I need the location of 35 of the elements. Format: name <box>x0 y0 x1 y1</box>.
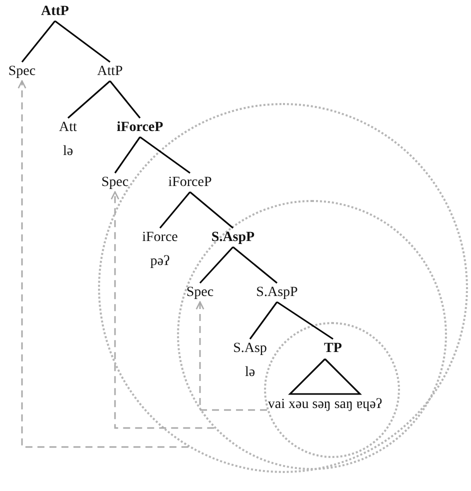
tree-branch <box>140 136 190 174</box>
tree-branch <box>114 136 141 174</box>
tree-branch <box>232 246 278 284</box>
tree-node-label: Spec <box>186 284 214 301</box>
tree-branch <box>189 191 234 229</box>
tree-branch <box>21 20 56 62</box>
tree-node-label: Att <box>59 120 77 135</box>
tree-branch <box>276 301 334 340</box>
dotted-circle <box>98 103 468 473</box>
movement-arrow <box>110 191 214 429</box>
tree-node-label: iForceP <box>116 119 164 136</box>
tree-node-label: S.Asp <box>233 341 267 356</box>
tree-node-label: Spec <box>101 174 129 191</box>
tree-branch <box>249 302 278 340</box>
tree-node-label: S.AspP <box>256 284 298 301</box>
tree-node-label: iForce <box>142 230 178 245</box>
dotted-circle <box>177 200 447 470</box>
lexical-item: lə <box>62 143 74 160</box>
lexical-item: pəʔ <box>149 253 171 270</box>
tree-node-label: AttP <box>97 63 123 80</box>
tree-branch <box>109 80 141 118</box>
tree-node-label: S.AspP <box>211 229 255 246</box>
tree-branch <box>54 20 110 63</box>
lexical-item: lə <box>244 364 256 381</box>
tree-branch <box>159 191 191 229</box>
movement-arrow <box>196 301 267 411</box>
tree-node-label: TP <box>324 340 342 357</box>
tree-node-label: AttP <box>41 3 69 20</box>
tree-branch <box>67 80 111 119</box>
tree-branch <box>199 246 234 284</box>
tree-node-label: vai xəu səŋ saŋ ɐɥəʔ <box>268 396 382 413</box>
tree-node-label: iForceP <box>168 174 212 191</box>
triangle-branch <box>288 358 362 395</box>
tree-node-label: Spec <box>8 63 36 80</box>
movement-arrow <box>18 80 188 448</box>
